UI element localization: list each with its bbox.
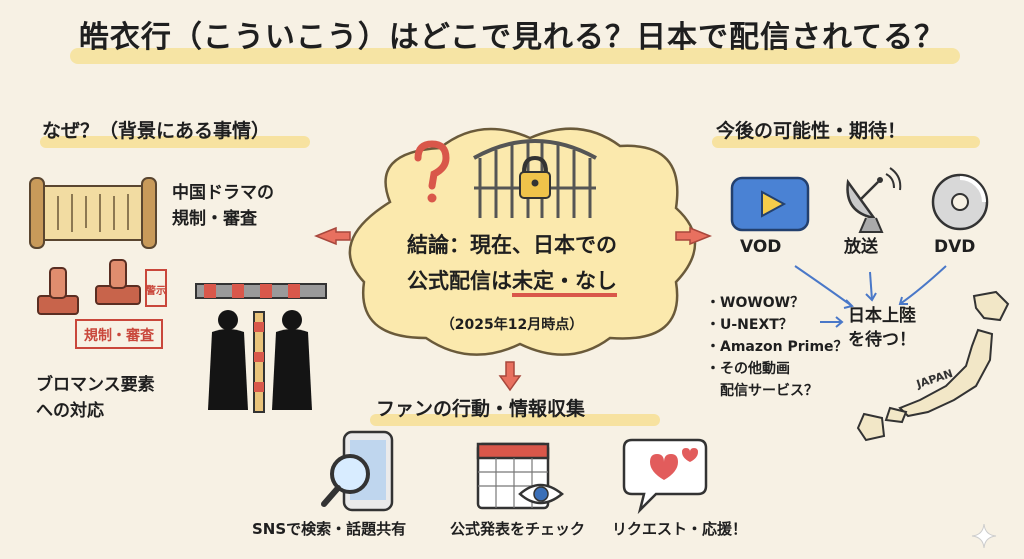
dvd-disc-icon — [931, 173, 989, 231]
media-dvd: DVD — [934, 237, 976, 257]
service-item: ・Amazon Prime？ — [706, 339, 848, 355]
arrow-down — [498, 361, 522, 392]
japan-map: JAPAN — [856, 290, 1010, 442]
right-heading-highlight — [712, 136, 980, 148]
bottom-heading-highlight — [370, 414, 660, 426]
left-heading-highlight — [40, 136, 310, 148]
question-mark-icon — [414, 140, 450, 203]
arrow-broadcast — [869, 271, 873, 301]
page-title: 皓衣行（こういこう）はどこで見れる？日本で配信されてる？ — [78, 20, 946, 55]
speech-hearts-icon — [622, 438, 708, 515]
action-sns: SNSで検索・話題共有 — [252, 520, 407, 538]
arrow-right — [675, 226, 713, 246]
service-item: 配信サービス？ — [706, 383, 818, 399]
action-check-announcement: 公式発表をチェック — [450, 520, 586, 538]
right-heading: 今後の可能性・期待！ — [716, 120, 907, 142]
conclusion-emphasis: 未定・なし — [512, 269, 617, 297]
barrier-figures-illustration — [195, 283, 327, 413]
arrow-dvd — [899, 265, 947, 305]
goal-text: 日本上陸 を待つ！ — [848, 306, 916, 350]
phone-search-icon — [321, 430, 394, 512]
video-play-icon — [730, 176, 810, 232]
conclusion-line-1: 結論：現在、日本での — [407, 233, 617, 257]
arrow-left — [313, 226, 351, 246]
media-broadcast: 放送 — [844, 237, 878, 257]
action-request-support: リクエスト・応援！ — [612, 520, 748, 538]
stamp-text: 規制・審査 — [84, 327, 155, 344]
locked-gate-icon — [473, 139, 597, 218]
left-heading: なぜ？（背景にある事情） — [42, 120, 271, 142]
bottom-heading: ファンの行動・情報収集 — [376, 398, 586, 420]
service-item: ・WOWOW？ — [706, 295, 805, 311]
conclusion-line-2: 公式配信は未定・なし — [346, 264, 678, 298]
service-item: ・U-NEXT？ — [706, 317, 793, 333]
satellite-dish-icon — [846, 167, 902, 233]
scroll-icon — [29, 177, 157, 249]
sparkle-icon — [971, 523, 997, 549]
bromance-label: ブロマンス要素 への対応 — [36, 375, 155, 421]
media-vod: VOD — [740, 237, 782, 257]
conclusion-cloud — [348, 127, 697, 356]
regulation-label: 中国ドラマの 規制・審査 — [172, 183, 274, 229]
calendar-eye-icon — [476, 442, 564, 510]
title-highlight — [70, 48, 960, 64]
stamp-icon: 規制・審査 警示 — [37, 259, 167, 349]
conclusion-prefix: 公式配信は — [407, 269, 512, 293]
service-list: ・WOWOW？ ・U-NEXT？ ・Amazon Prime？ ・その他動画 配… — [706, 292, 848, 402]
service-item: ・その他動画 — [706, 361, 790, 377]
date-note: （2025年12月時点） — [440, 317, 584, 333]
seal-text: 警示 — [145, 284, 166, 297]
